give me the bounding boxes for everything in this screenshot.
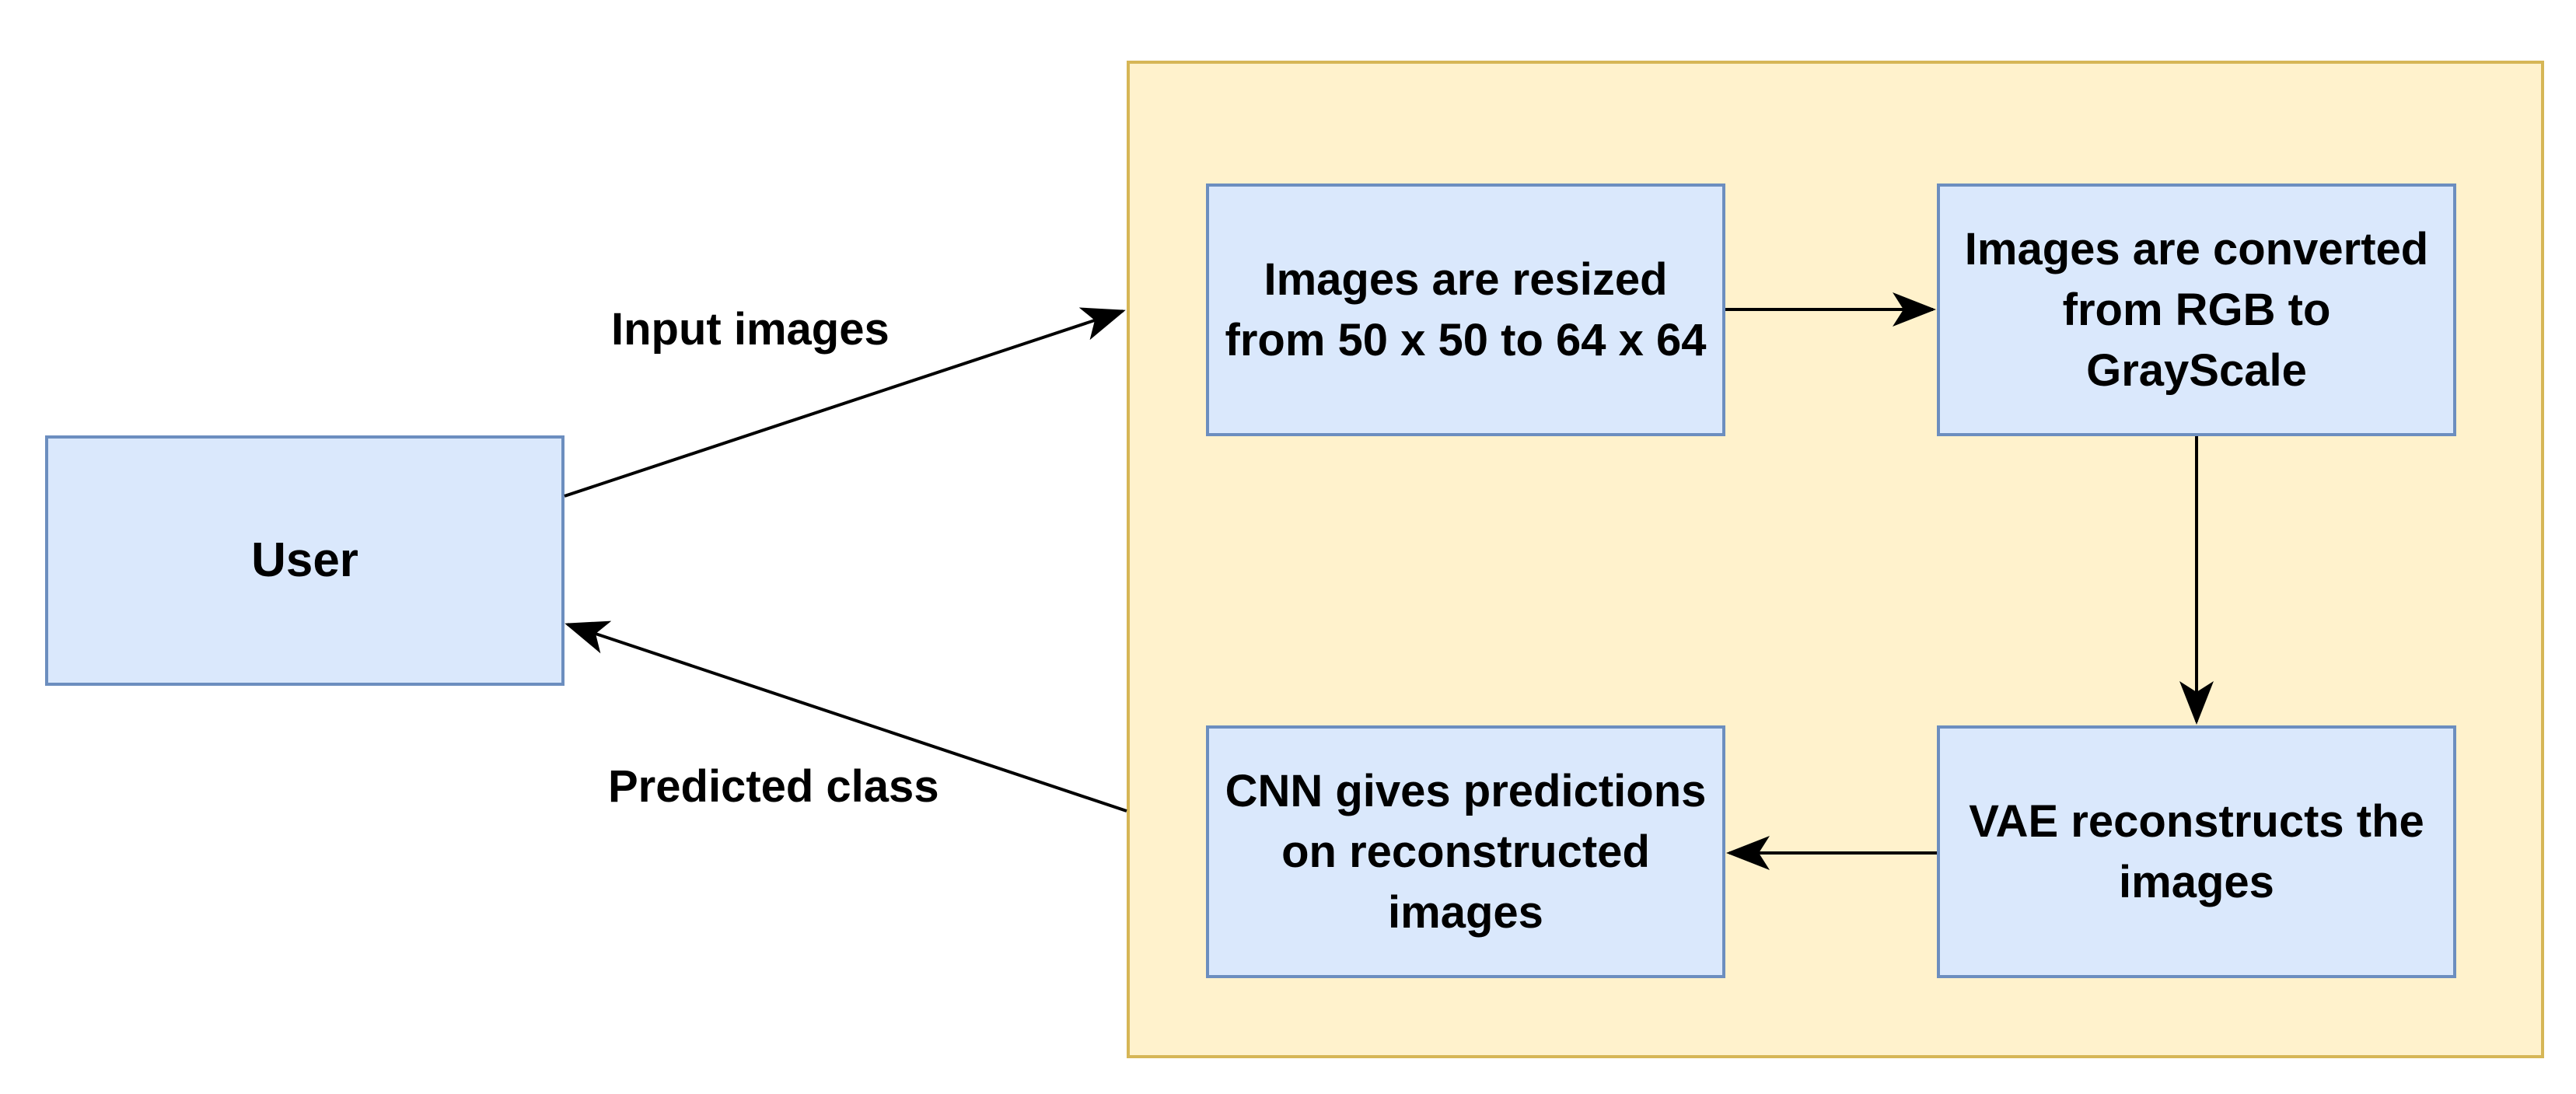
resize-node: Images are resized from 50 x 50 to 64 x … bbox=[1206, 183, 1725, 436]
user-node: User bbox=[45, 435, 564, 686]
user-node-label: User bbox=[251, 533, 358, 587]
vae-node: VAE reconstructs the images bbox=[1937, 725, 2456, 978]
cnn-node: CNN gives predictions on reconstructed i… bbox=[1206, 725, 1725, 978]
input-images-arrow bbox=[564, 307, 1126, 498]
vae-node-label: VAE reconstructs the images bbox=[1969, 795, 2424, 907]
cnn-node-label: CNN gives predictions on reconstructed i… bbox=[1225, 765, 1707, 938]
grayscale-node-label: Images are converted from RGB to GraySca… bbox=[1964, 223, 2429, 396]
predicted-class-arrow bbox=[564, 620, 1127, 813]
resize-node-label: Images are resized from 50 x 50 to 64 x … bbox=[1225, 253, 1707, 365]
input-images-label: Input images bbox=[611, 304, 890, 355]
predicted-class-label: Predicted class bbox=[608, 761, 939, 812]
grayscale-node: Images are converted from RGB to GraySca… bbox=[1937, 183, 2456, 436]
